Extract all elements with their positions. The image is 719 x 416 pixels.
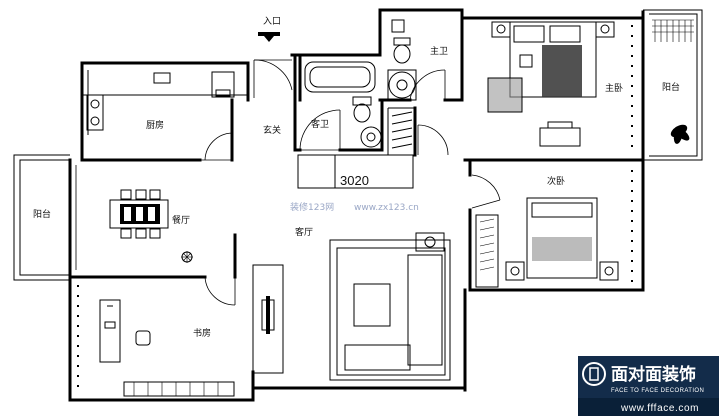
entrance-arrow-icon	[258, 32, 280, 42]
kitchen-fixtures	[86, 71, 235, 131]
study-label: 书房	[193, 327, 211, 339]
master-bath-fixtures	[387, 19, 417, 149]
guest-bath-label: 客卫	[311, 118, 329, 130]
entrance-label: 入口	[263, 16, 281, 27]
watermark-site-url: www.zx123.cn	[354, 203, 419, 213]
thin-lines	[82, 70, 415, 189]
doors	[75, 59, 501, 306]
second-bedroom-label: 次卧	[547, 175, 565, 187]
second-bedroom-fixtures	[475, 170, 633, 288]
dining-table	[109, 189, 193, 263]
dimension-label: 3020	[340, 173, 369, 188]
master-bedroom-fixtures	[487, 21, 633, 150]
logo-mark-icon	[582, 362, 606, 386]
dining-label: 餐厅	[172, 214, 190, 226]
balcony-right-fixtures	[652, 19, 694, 144]
balcony-left-label: 阳台	[33, 208, 51, 220]
kitchen-label: 厨房	[146, 119, 164, 131]
study-fixtures	[77, 285, 235, 397]
tv-cabinet	[252, 264, 284, 374]
logo-name-en: FACE TO FACE DECORATION	[611, 388, 704, 394]
foyer-label: 玄关	[263, 124, 281, 136]
watermark-site-cn: 装修123网	[290, 201, 334, 213]
guest-bath-fixtures	[304, 61, 382, 148]
logo: 面对面装饰 FACE TO FACE DECORATION www.ffface…	[578, 356, 719, 416]
logo-url: www.ffface.com	[620, 403, 699, 414]
living-label: 客厅	[295, 226, 313, 238]
balcony-left	[13, 154, 70, 281]
master-bath-label: 主卫	[430, 45, 448, 57]
living-sofa	[329, 232, 451, 381]
master-bedroom-label: 主卧	[605, 82, 623, 94]
balcony-right-label: 阳台	[662, 81, 680, 93]
logo-name-cn: 面对面装饰	[611, 364, 696, 385]
